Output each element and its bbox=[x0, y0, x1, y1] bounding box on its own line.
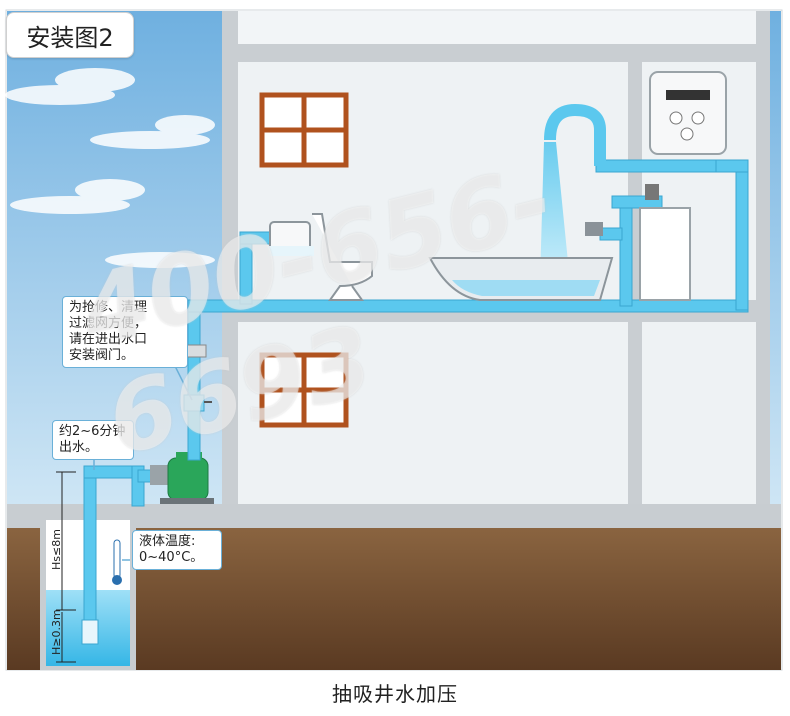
temperature-note: 液体温度: 0~40°C。 bbox=[132, 530, 222, 570]
shower-stream bbox=[540, 142, 570, 282]
thermometer-icon bbox=[112, 539, 122, 585]
upper-plumbing bbox=[239, 103, 749, 311]
attic-room bbox=[238, 11, 756, 44]
sky-right bbox=[770, 11, 781, 509]
h-label: H≥0.3m bbox=[50, 609, 63, 655]
valve-note: 为抢修、清理 过滤网方便， 请在进出水口 安装阀门。 bbox=[62, 296, 188, 368]
time-note: 约2~6分钟 出水。 bbox=[52, 420, 134, 460]
bathtub bbox=[428, 222, 614, 301]
clouds bbox=[5, 68, 215, 268]
hs-label: Hs≤8m bbox=[50, 529, 63, 570]
washbasin bbox=[639, 184, 691, 301]
title-badge: 安装图2 bbox=[6, 12, 134, 58]
suction-pipe bbox=[81, 465, 177, 645]
lower-window bbox=[259, 352, 349, 428]
riser-pipe bbox=[181, 299, 749, 461]
water-heater bbox=[649, 71, 727, 155]
lower-right-room bbox=[642, 322, 756, 504]
toilet bbox=[268, 213, 373, 301]
dimension-lines bbox=[56, 471, 76, 663]
upper-window bbox=[259, 92, 349, 168]
diagram-caption: 抽吸井水加压 bbox=[332, 682, 458, 706]
